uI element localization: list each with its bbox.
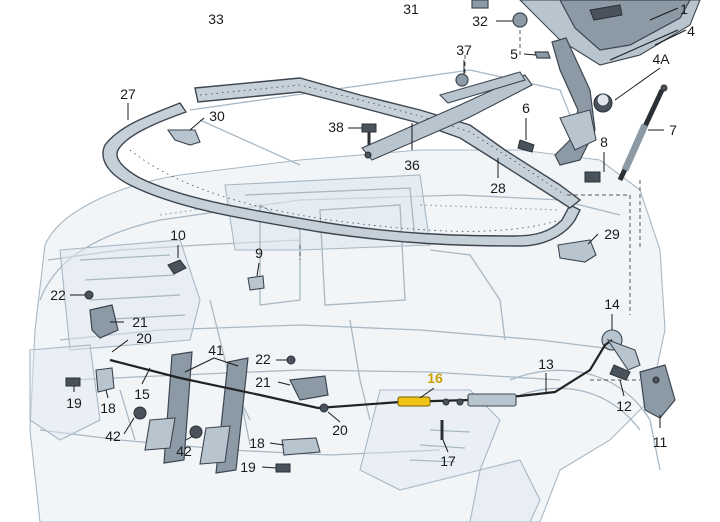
label-22-upper: 22 (50, 287, 66, 303)
bonnet-panel (471, 0, 701, 66)
fasteners (65, 12, 631, 473)
label-6: 6 (522, 100, 530, 116)
label-18-upper: 18 (100, 400, 116, 416)
label-33: 33 (208, 11, 224, 27)
label-22-lower: 22 (255, 351, 271, 367)
label-21-upper: 21 (132, 314, 148, 330)
release-cable (109, 338, 641, 413)
hinge-assembly (551, 37, 613, 166)
label-15: 15 (134, 386, 150, 402)
label-31: 31 (403, 1, 419, 17)
label-5: 5 (510, 46, 518, 62)
label-20-upper: 20 (136, 330, 152, 346)
label-27: 27 (120, 86, 136, 102)
brackets (89, 304, 676, 456)
label-21-lower: 21 (255, 374, 271, 390)
label-7: 7 (669, 122, 677, 138)
label-29: 29 (604, 226, 620, 242)
gas-strut-7 (617, 84, 668, 182)
label-28: 28 (490, 180, 506, 196)
label-36: 36 (404, 157, 420, 173)
label-42-left: 42 (105, 428, 121, 444)
label-38: 38 (328, 119, 344, 135)
label-1: 1 (680, 1, 688, 17)
label-42-right: 42 (176, 443, 192, 459)
label-11: 11 (653, 434, 668, 450)
label-20-lower: 20 (332, 422, 348, 438)
label-12: 12 (616, 398, 632, 414)
label-37: 37 (456, 42, 472, 58)
label-4a: 4A (652, 51, 670, 67)
label-16-highlighted: 16 (427, 370, 443, 386)
label-30: 30 (209, 108, 225, 124)
label-10: 10 (170, 227, 186, 243)
bracket-36 (361, 71, 533, 161)
label-19-lower: 19 (240, 459, 256, 475)
seal-strip-28 (194, 77, 582, 209)
seal-strip-27 (102, 102, 581, 247)
leader-lines (70, 7, 687, 469)
highlight-part-16 (397, 396, 431, 407)
label-9: 9 (255, 245, 263, 261)
label-8: 8 (600, 134, 608, 150)
part-number-labels: 33 31 32 1 4 37 5 4A 27 30 6 7 38 8 36 2… (50, 1, 695, 475)
label-13: 13 (538, 356, 554, 372)
label-18-lower: 18 (249, 435, 265, 451)
label-41: 41 (208, 342, 224, 358)
label-19-upper: 19 (66, 395, 82, 411)
highlight-leader-16 (419, 387, 435, 399)
label-32: 32 (472, 13, 488, 29)
label-17: 17 (440, 453, 456, 469)
label-14: 14 (604, 296, 620, 312)
label-4: 4 (687, 23, 695, 39)
